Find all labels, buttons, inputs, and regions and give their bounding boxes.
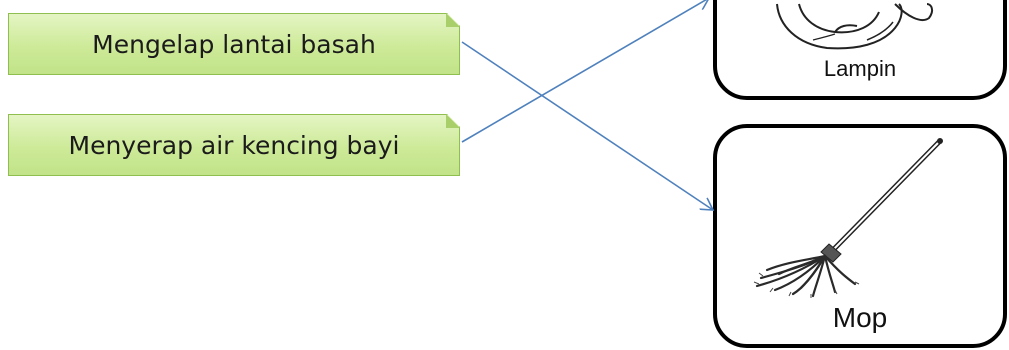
diaper-icon xyxy=(776,3,934,50)
label-text-menyerap: Menyerap air kencing bayi xyxy=(68,130,400,160)
label-box-mengelap[interactable]: Mengelap lantai basah xyxy=(8,13,460,75)
picture-card-lampin[interactable]: Lampin xyxy=(713,0,1007,100)
picture-card-mop[interactable]: Mop xyxy=(713,124,1007,348)
caption-mop: Mop xyxy=(832,302,888,333)
connector-arrow-to-lampin xyxy=(461,0,709,143)
label-box-menyerap[interactable]: Menyerap air kencing bayi xyxy=(8,114,460,176)
caption-lampin: Lampin xyxy=(823,56,897,81)
mop-icon xyxy=(753,138,943,298)
label-text-mengelap: Mengelap lantai basah xyxy=(92,29,376,59)
connector-arrow-to-mop xyxy=(461,41,713,210)
